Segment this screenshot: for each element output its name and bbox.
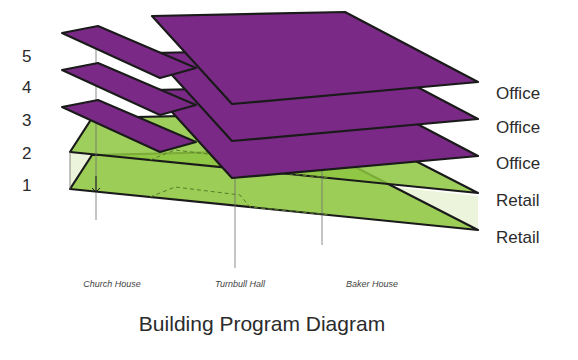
level-number: 1 bbox=[22, 177, 31, 194]
building-name: Church House bbox=[83, 280, 141, 289]
program-label: Retail bbox=[496, 229, 539, 246]
office-plate bbox=[62, 12, 478, 104]
level-number: 5 bbox=[22, 48, 31, 65]
diagram-caption: Building Program Diagram bbox=[139, 313, 385, 334]
program-label: Office bbox=[496, 155, 540, 172]
program-label: Office bbox=[496, 85, 540, 102]
level-number: 2 bbox=[22, 145, 31, 162]
program-label: Office bbox=[496, 119, 540, 136]
level-number: 4 bbox=[22, 79, 31, 96]
building-name: Baker House bbox=[346, 280, 398, 289]
program-label: Retail bbox=[496, 192, 539, 209]
building-name: Turnbull Hall bbox=[215, 280, 265, 289]
level-number: 3 bbox=[22, 112, 31, 129]
